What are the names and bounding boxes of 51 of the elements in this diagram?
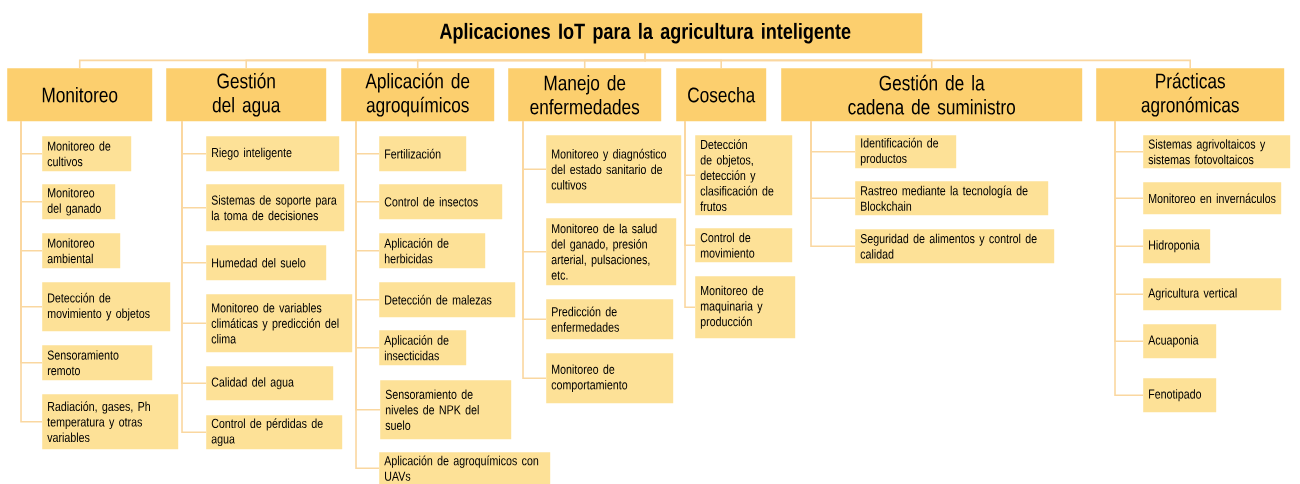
connector-line xyxy=(684,120,696,308)
item-box: Monitoreo de la salud del ganado, presión arterial, pulsaciones, etc. xyxy=(546,218,677,286)
item-box: Rastreo mediante la tecnología de Blockchain xyxy=(855,181,1049,216)
title-box: Aplicaciones IoT para la agricultura inteligente xyxy=(368,13,923,54)
item-box: Detección de objetos, detección y clasificación de frutos xyxy=(695,135,793,216)
connector-line xyxy=(522,120,547,379)
connector-line xyxy=(20,120,43,423)
category-box: Gestión de la cadena de suministro xyxy=(781,68,1083,122)
connector-line xyxy=(1114,120,1144,396)
item-box: Monitoreo ambiental xyxy=(42,233,121,269)
item-box: Detección de malezas xyxy=(379,282,516,318)
item-box: Seguridad de alimentos y control de calidad xyxy=(855,229,1055,264)
item-box: Monitoreo del ganado xyxy=(42,184,116,220)
item-box: Humedad del suelo xyxy=(206,245,327,281)
connector-line xyxy=(355,120,380,469)
item-box: Monitoreo de cultivos xyxy=(42,136,132,172)
item-box: Detección de movimiento y objetos xyxy=(42,282,171,332)
item-box: Agricultura vertical xyxy=(1143,278,1282,311)
item-box: Fenotipado xyxy=(1143,378,1217,413)
item-box: Aplicación de agroquímicos con UAVs xyxy=(379,452,551,484)
item-box: Calidad del agua xyxy=(206,366,334,401)
item-box: Sensoramiento de niveles de NPK del suelo xyxy=(380,380,512,440)
category-box: Gestión del agua xyxy=(166,68,327,122)
item-box: Riego inteligente xyxy=(206,136,340,172)
item-box: Identificación de productos xyxy=(855,135,957,169)
item-box: Monitoreo de variables climáticas y predicción del clima xyxy=(206,294,353,353)
item-box: Control de pérdidas de agua xyxy=(206,415,343,450)
category-box: Cosecha xyxy=(676,68,767,122)
connector-line xyxy=(810,120,856,247)
category-box: Manejo de enfermedades xyxy=(508,68,662,122)
item-box: Hidroponia xyxy=(1143,229,1211,264)
connector-line xyxy=(644,52,1191,69)
category-box: Prácticas agronómicas xyxy=(1096,68,1285,122)
item-box: Monitoreo en invernáculos xyxy=(1143,182,1282,215)
item-box: Fertilización xyxy=(379,136,467,172)
item-box: Control de insectos xyxy=(379,184,503,220)
item-box: Acuaponia xyxy=(1143,324,1217,359)
item-box: Radiación, gases, Ph temperatura y otras variables xyxy=(42,394,179,450)
category-box: Monitoreo xyxy=(7,68,153,122)
category-box: Aplicación de agroquímicos xyxy=(341,68,495,122)
connector-line xyxy=(181,120,207,433)
item-box: Aplicación de insecticidas xyxy=(379,330,467,366)
item-box: Sensoramiento remoto xyxy=(42,345,153,381)
item-box: Aplicación de herbicidas xyxy=(379,233,486,269)
item-box: Sistemas de soporte para la toma de decisiones xyxy=(206,184,345,232)
item-box: Monitoreo de maquinaria y producción xyxy=(695,276,796,339)
item-box: Predicción de enfermedades xyxy=(546,299,674,340)
item-box: Control de movimiento xyxy=(695,228,793,263)
item-box: Monitoreo de comportamiento xyxy=(546,353,674,404)
item-box: Sistemas agrivoltaicos y sistemas fotovoltaicos xyxy=(1143,135,1291,169)
item-box: Monitoreo y diagnóstico del estado sanitario de cultivos xyxy=(546,135,682,204)
